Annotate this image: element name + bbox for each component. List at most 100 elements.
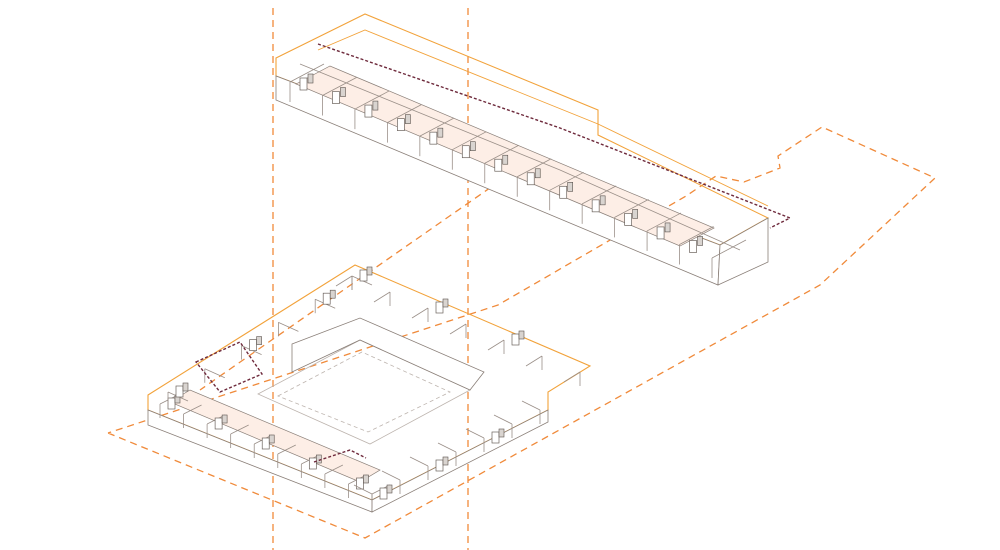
upper-fixture-shade xyxy=(307,73,314,84)
lower-fixture xyxy=(167,397,176,410)
upper-room-partition xyxy=(354,90,390,110)
lower-room-partition xyxy=(335,275,353,287)
upper-fixture-shade xyxy=(697,236,703,246)
upper-room-partition xyxy=(646,212,682,232)
upper-fixture-shade xyxy=(340,87,346,97)
upper-fixture-shade xyxy=(502,154,509,165)
lower-fixture xyxy=(356,477,364,490)
upper-fixture xyxy=(656,226,665,240)
lower-front-wall-right xyxy=(371,409,549,513)
lower-highlight-edge xyxy=(313,449,367,463)
lower-fixture xyxy=(322,292,331,305)
upper-fixture-shade xyxy=(632,209,638,219)
courtyard-wall-north xyxy=(291,317,485,391)
lower-fixture-shade xyxy=(316,454,322,464)
lower-room-partition xyxy=(381,470,401,481)
lower-fixture-shade xyxy=(221,414,228,424)
upper-room-partition xyxy=(387,104,422,123)
lower-slab-outline xyxy=(147,264,592,501)
upper-fixture xyxy=(689,240,697,253)
lower-fixture xyxy=(379,487,388,500)
lower-room-partition xyxy=(465,428,485,439)
lower-room-partition xyxy=(525,355,543,367)
upper-fixture xyxy=(461,145,470,159)
upper-fixture xyxy=(429,131,438,145)
lower-room-partition xyxy=(493,414,513,425)
upper-fixture-shade xyxy=(664,222,671,233)
lower-room-partition xyxy=(437,442,457,453)
upper-fixture-shade xyxy=(405,114,411,124)
upper-level-wing xyxy=(275,13,792,286)
upper-fixture xyxy=(397,118,405,131)
lower-room-partition xyxy=(204,368,225,379)
upper-fixture xyxy=(591,199,600,213)
lower-room-partition xyxy=(449,323,467,335)
lower-room-partition xyxy=(353,484,373,495)
lower-room-partition xyxy=(277,444,296,455)
upper-fixture xyxy=(332,91,340,104)
upper-room-partition xyxy=(581,185,617,205)
lower-fixture xyxy=(435,459,444,472)
lower-fixture-shade xyxy=(498,428,505,438)
upper-end-wall xyxy=(717,217,769,286)
lower-room-partition xyxy=(324,464,344,475)
lower-room-partition xyxy=(230,424,249,435)
lower-room-partition xyxy=(411,307,429,319)
upper-room-partition xyxy=(517,158,552,178)
lower-fixture-shade xyxy=(442,298,449,308)
upper-rear-edge xyxy=(317,29,769,207)
lower-fixture xyxy=(435,301,444,314)
lower-fixture-shade xyxy=(329,289,336,299)
lower-room-partition xyxy=(373,291,391,303)
lower-room-partition xyxy=(521,400,541,411)
upper-fixture-shade xyxy=(567,182,573,192)
lower-fixture-shade xyxy=(518,330,525,340)
site-footprint xyxy=(107,126,937,539)
lower-fixture xyxy=(214,417,223,430)
upper-fixture xyxy=(624,213,632,226)
upper-room-partition xyxy=(711,239,747,259)
lower-room-partition xyxy=(563,371,581,383)
projection-guides xyxy=(199,8,531,550)
upper-room-partition xyxy=(549,171,584,191)
lower-fixture xyxy=(359,269,368,282)
lower-room-partition xyxy=(409,456,429,467)
upper-front-wall xyxy=(275,75,721,286)
upper-room-partition xyxy=(289,63,325,83)
lower-highlight-room xyxy=(194,341,264,393)
upper-fixture-shade xyxy=(534,168,541,179)
lower-fixture xyxy=(261,437,270,450)
lower-fixture-shade xyxy=(442,456,449,466)
lower-fixture xyxy=(249,339,257,351)
upper-fixture xyxy=(364,104,373,118)
upper-corridor-line xyxy=(299,63,741,251)
lower-room-partition xyxy=(183,404,202,415)
courtyard-inner xyxy=(277,351,451,433)
upper-room-partition xyxy=(452,131,487,151)
lower-fixture-shade xyxy=(366,266,373,276)
upper-fixture-shade xyxy=(437,127,444,138)
upper-fixture-shade xyxy=(599,195,606,206)
upper-room-partition xyxy=(322,77,357,96)
lower-fixture-shade xyxy=(256,336,262,345)
lower-fixture-shade xyxy=(268,434,275,444)
upper-room-dividers xyxy=(289,63,747,278)
upper-room-partition xyxy=(419,117,455,137)
upper-room-partition xyxy=(484,144,519,164)
upper-fixture xyxy=(299,77,308,91)
lower-fixture-shade xyxy=(182,382,189,392)
upper-room-partition xyxy=(679,226,714,245)
upper-fixture xyxy=(494,158,503,172)
lower-room-partition xyxy=(487,339,505,351)
lower-fixture xyxy=(175,385,184,398)
upper-fixture-shade xyxy=(470,141,476,151)
lower-fixture xyxy=(308,457,317,470)
lower-fixture-shade xyxy=(386,484,393,494)
lower-level-block xyxy=(147,264,592,513)
upper-fixture-shade xyxy=(372,100,379,111)
upper-fixture xyxy=(526,172,535,186)
lower-room-partition xyxy=(278,322,299,332)
upper-room-partition xyxy=(614,199,649,218)
upper-fixture xyxy=(559,185,568,199)
